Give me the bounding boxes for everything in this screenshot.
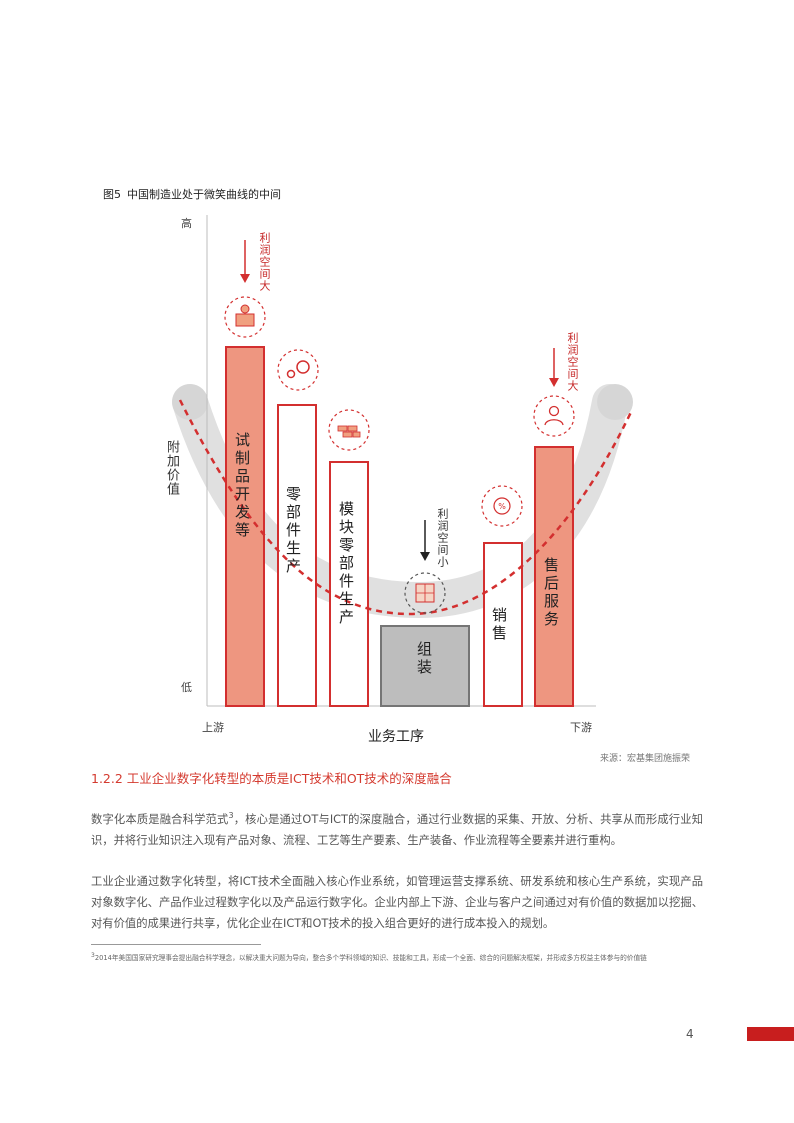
figure-source: 来源：宏基集团施振荣 [600, 754, 691, 764]
band-end-right [597, 384, 633, 420]
y-axis-label: 附加价值 [164, 440, 179, 496]
bar-label-prototype: 试制品开发等 [233, 432, 251, 540]
section-heading: 1.2.2 工业企业数字化转型的本质是ICT技术和OT技术的深度融合 [91, 771, 452, 786]
x-axis-left: 上游 [202, 721, 224, 734]
bar-module-parts [329, 461, 369, 707]
arrow-down-right [549, 348, 559, 387]
profit-label-left: 利润空间大 [258, 232, 271, 292]
profit-label-center: 利润空间小 [436, 508, 449, 568]
percent-icon: % [481, 485, 523, 527]
footnote-ref[interactable]: 3 [228, 811, 234, 820]
arrow-down-left [240, 240, 250, 283]
footnote: 32014年美国国家研究理事会提出融合科学理念，以解决重大问题为导向，整合多个学… [91, 950, 703, 964]
smile-curve [178, 399, 634, 616]
paragraph-1: 数字化本质是融合科学范式3，核心是通过OT与ICT的深度融合，通过行业数据的采集… [91, 805, 703, 851]
paragraph-1-end: ，核心是通过OT与ICT的深度融合，通过行业数据的采集、开放、分析、共享从而形成… [91, 812, 703, 847]
paragraph-2: 工业企业通过数字化转型，将ICT技术全面融入核心作业系统，如管理运营支撑系统、研… [91, 875, 703, 930]
bricks-icon [328, 409, 370, 451]
arrow-down-center [420, 520, 430, 561]
bar-label-sales: 销售 [490, 607, 508, 643]
profit-label-right: 利润空间大 [566, 332, 579, 392]
footnote-number: 3 [91, 952, 95, 959]
bar-label-assembly: 组装 [415, 641, 433, 677]
figure-caption: 图5 中国制造业处于微笑曲线的中间 [103, 186, 287, 202]
footnote-text: 2014年美国国家研究理事会提出融合科学理念，以解决重大问题为导向，整合多个学科… [94, 954, 647, 963]
svg-text:%: % [498, 502, 506, 511]
x-axis-right: 下游 [570, 721, 592, 734]
bar-label-module-parts: 模块零部件生产 [337, 501, 355, 627]
page-accent-bar [747, 1027, 794, 1041]
gears-icon [277, 349, 319, 391]
bar-assembly [380, 625, 470, 707]
page-number: 4 [686, 1027, 694, 1041]
y-axis-low: 低 [181, 681, 192, 694]
bar-label-parts: 零部件生产 [284, 486, 302, 576]
lightbulb-box-icon [224, 296, 266, 338]
smile-curve-figure: % [172, 215, 634, 707]
paragraph-1-start: 数字化本质是融合科学范式 [91, 812, 229, 826]
footnote-divider [91, 944, 261, 945]
figure-number: 图5 [103, 188, 121, 201]
bar-sales [483, 542, 523, 707]
band-end-left [172, 384, 208, 420]
bar-label-service: 售后服务 [542, 557, 560, 629]
x-axis-label: 业务工序 [368, 729, 424, 745]
y-axis-high: 高 [181, 217, 192, 230]
puzzle-icon [404, 572, 446, 614]
person-icon [533, 395, 575, 437]
bar-service [534, 446, 574, 707]
figure-title: 中国制造业处于微笑曲线的中间 [127, 188, 281, 201]
